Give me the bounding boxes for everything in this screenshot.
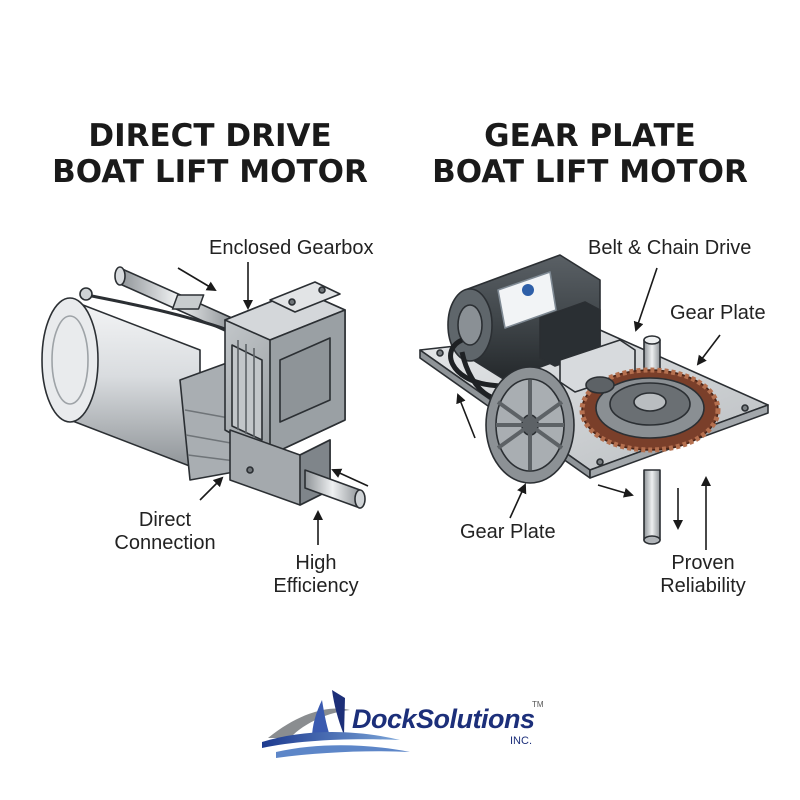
label-proven-reliability-line2: Reliability [660,575,746,597]
label-direct-connection: Direct Connection [105,509,225,555]
right-title-line2: BOAT LIFT MOTOR [432,154,748,190]
logo-name: DockSolutions [352,704,535,734]
right-title-line1: GEAR PLATE [484,118,696,154]
left-title-line1: DIRECT DRIVE [88,118,332,154]
label-gear-plate-top: Gear Plate [670,302,766,324]
label-direct-connection-line2: Connection [114,532,216,554]
label-belt-chain-drive: Belt & Chain Drive [588,237,752,259]
arrow-icon [509,483,527,519]
label-proven-reliability: Proven Reliability [648,552,758,598]
arrow-icon [456,393,476,439]
label-gear-plate-bottom: Gear Plate [460,521,556,543]
label-high-efficiency-line2: Efficiency [273,575,359,597]
arrow-icon [597,484,634,498]
label-high-efficiency: High Efficiency [262,552,370,598]
label-enclosed-gearbox: Enclosed Gearbox [209,237,374,259]
arrow-icon [331,468,369,487]
left-arrows [177,262,369,545]
logo-trademark: TM [532,700,544,709]
label-high-efficiency-line1: High [295,552,337,574]
arrow-icon [199,476,224,501]
right-title: GEAR PLATE BOAT LIFT MOTOR [420,118,760,190]
left-title: DIRECT DRIVE BOAT LIFT MOTOR [40,118,380,190]
gear-plate-motor [419,254,769,545]
arrow-icon [177,267,217,292]
arrow-icon [633,267,658,332]
boat-lift-logo-icon [262,690,410,758]
label-proven-reliability-line1: Proven [671,552,735,574]
direct-drive-motor [41,266,366,509]
left-title-line2: BOAT LIFT MOTOR [52,154,368,190]
label-direct-connection-line1: Direct [138,509,192,531]
arrow-icon [696,334,721,366]
right-arrows [456,267,721,550]
logo-suffix: INC. [510,735,532,747]
